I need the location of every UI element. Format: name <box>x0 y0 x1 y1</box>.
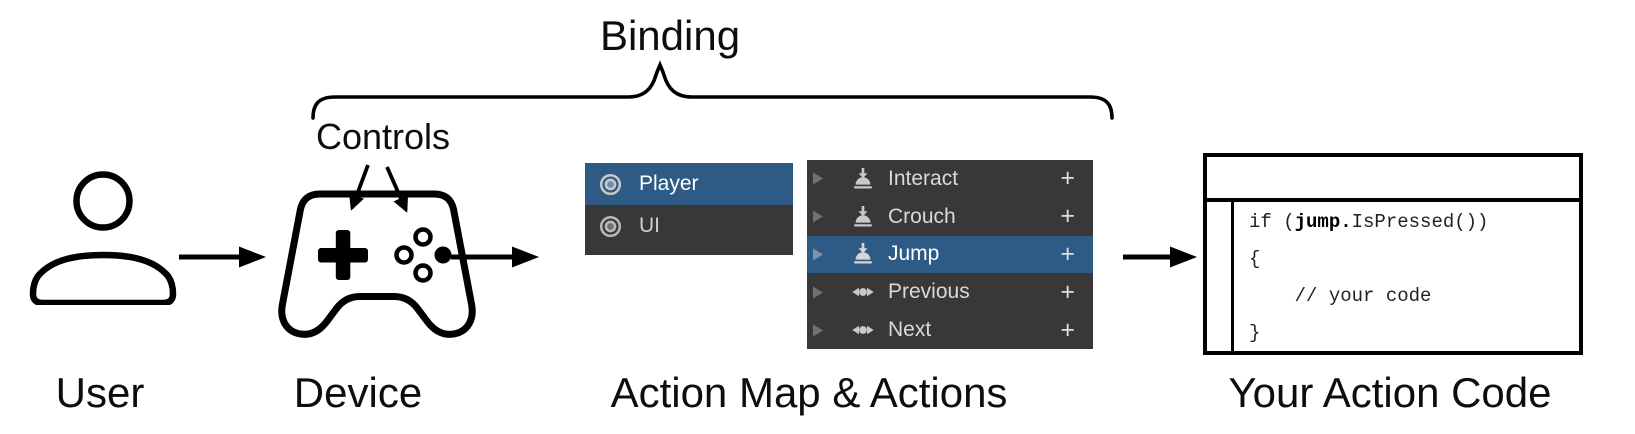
action-label: Jump <box>888 242 940 266</box>
arrow-user-to-device <box>179 246 266 268</box>
code-line4: } <box>1249 322 1261 344</box>
action-row-jump[interactable]: Jump + <box>807 235 1093 274</box>
code-window: if (jump.IsPressed()) { // your code } <box>1203 153 1583 355</box>
add-binding-button[interactable]: + <box>1060 315 1075 344</box>
user-label: User <box>55 369 145 416</box>
add-binding-button[interactable]: + <box>1060 277 1075 306</box>
foldout-triangle-icon[interactable] <box>810 285 825 300</box>
button-action-icon <box>854 205 872 227</box>
controls-pointer-arrows <box>349 164 409 213</box>
action-row-previous[interactable]: Previous + <box>807 273 1093 311</box>
code-line1-pre: if ( <box>1249 211 1295 233</box>
foldout-triangle-icon[interactable] <box>810 209 825 224</box>
action-label: Next <box>888 318 932 342</box>
action-map-panel: Player UI <box>585 163 793 255</box>
code-gutter-line <box>1231 202 1234 351</box>
action-label: Previous <box>888 280 970 304</box>
foldout-triangle-icon[interactable] <box>810 323 825 338</box>
dpad-icon <box>318 230 368 280</box>
user-icon <box>29 171 177 305</box>
action-row-crouch[interactable]: Crouch + <box>807 198 1093 236</box>
controls-label: Controls <box>315 116 451 157</box>
add-binding-button[interactable]: + <box>1060 239 1075 268</box>
device-label: Device <box>293 369 423 416</box>
gamepad-icon <box>278 190 476 338</box>
button-action-icon <box>854 167 872 189</box>
face-buttons-icon <box>394 227 452 283</box>
action-map-label: Player <box>639 172 699 195</box>
foldout-triangle-icon[interactable] <box>810 171 825 186</box>
action-map-item-player[interactable]: Player <box>585 163 793 205</box>
arrow-actions-to-code <box>1123 246 1197 268</box>
binding-brace <box>311 60 1114 120</box>
add-binding-button[interactable]: + <box>1060 164 1075 193</box>
action-label: Interact <box>888 166 959 190</box>
code-line1-keyword: jump. <box>1294 211 1352 233</box>
action-map-label: UI <box>639 214 660 237</box>
your-action-code-label: Your Action Code <box>1228 369 1552 416</box>
action-map-icon <box>599 173 622 195</box>
foldout-triangle-icon[interactable] <box>810 247 825 262</box>
actions-panel: Interact + Crouch + Jump + <box>807 160 1093 349</box>
code-snippet: if (jump.IsPressed()) { // your code } <box>1249 204 1488 352</box>
titlebar-divider <box>1207 198 1579 202</box>
action-row-interact[interactable]: Interact + <box>807 160 1093 198</box>
action-map-icon <box>599 215 622 237</box>
code-line3: // your code <box>1249 285 1432 307</box>
action-row-next[interactable]: Next + <box>807 311 1093 349</box>
arrow-device-to-actionmap <box>451 246 539 268</box>
button-action-icon <box>854 243 872 264</box>
code-line2: { <box>1249 248 1261 270</box>
axis-action-icon <box>852 287 874 297</box>
add-binding-button[interactable]: + <box>1060 202 1075 231</box>
code-line1-post: IsPressed()) <box>1351 211 1489 233</box>
code-window-titlebar <box>1207 157 1579 198</box>
binding-label: Binding <box>599 12 741 59</box>
action-map-actions-label: Action Map & Actions <box>610 369 1008 416</box>
action-label: Crouch <box>888 204 956 228</box>
action-map-item-ui[interactable]: UI <box>585 205 793 247</box>
axis-action-icon <box>852 325 874 335</box>
